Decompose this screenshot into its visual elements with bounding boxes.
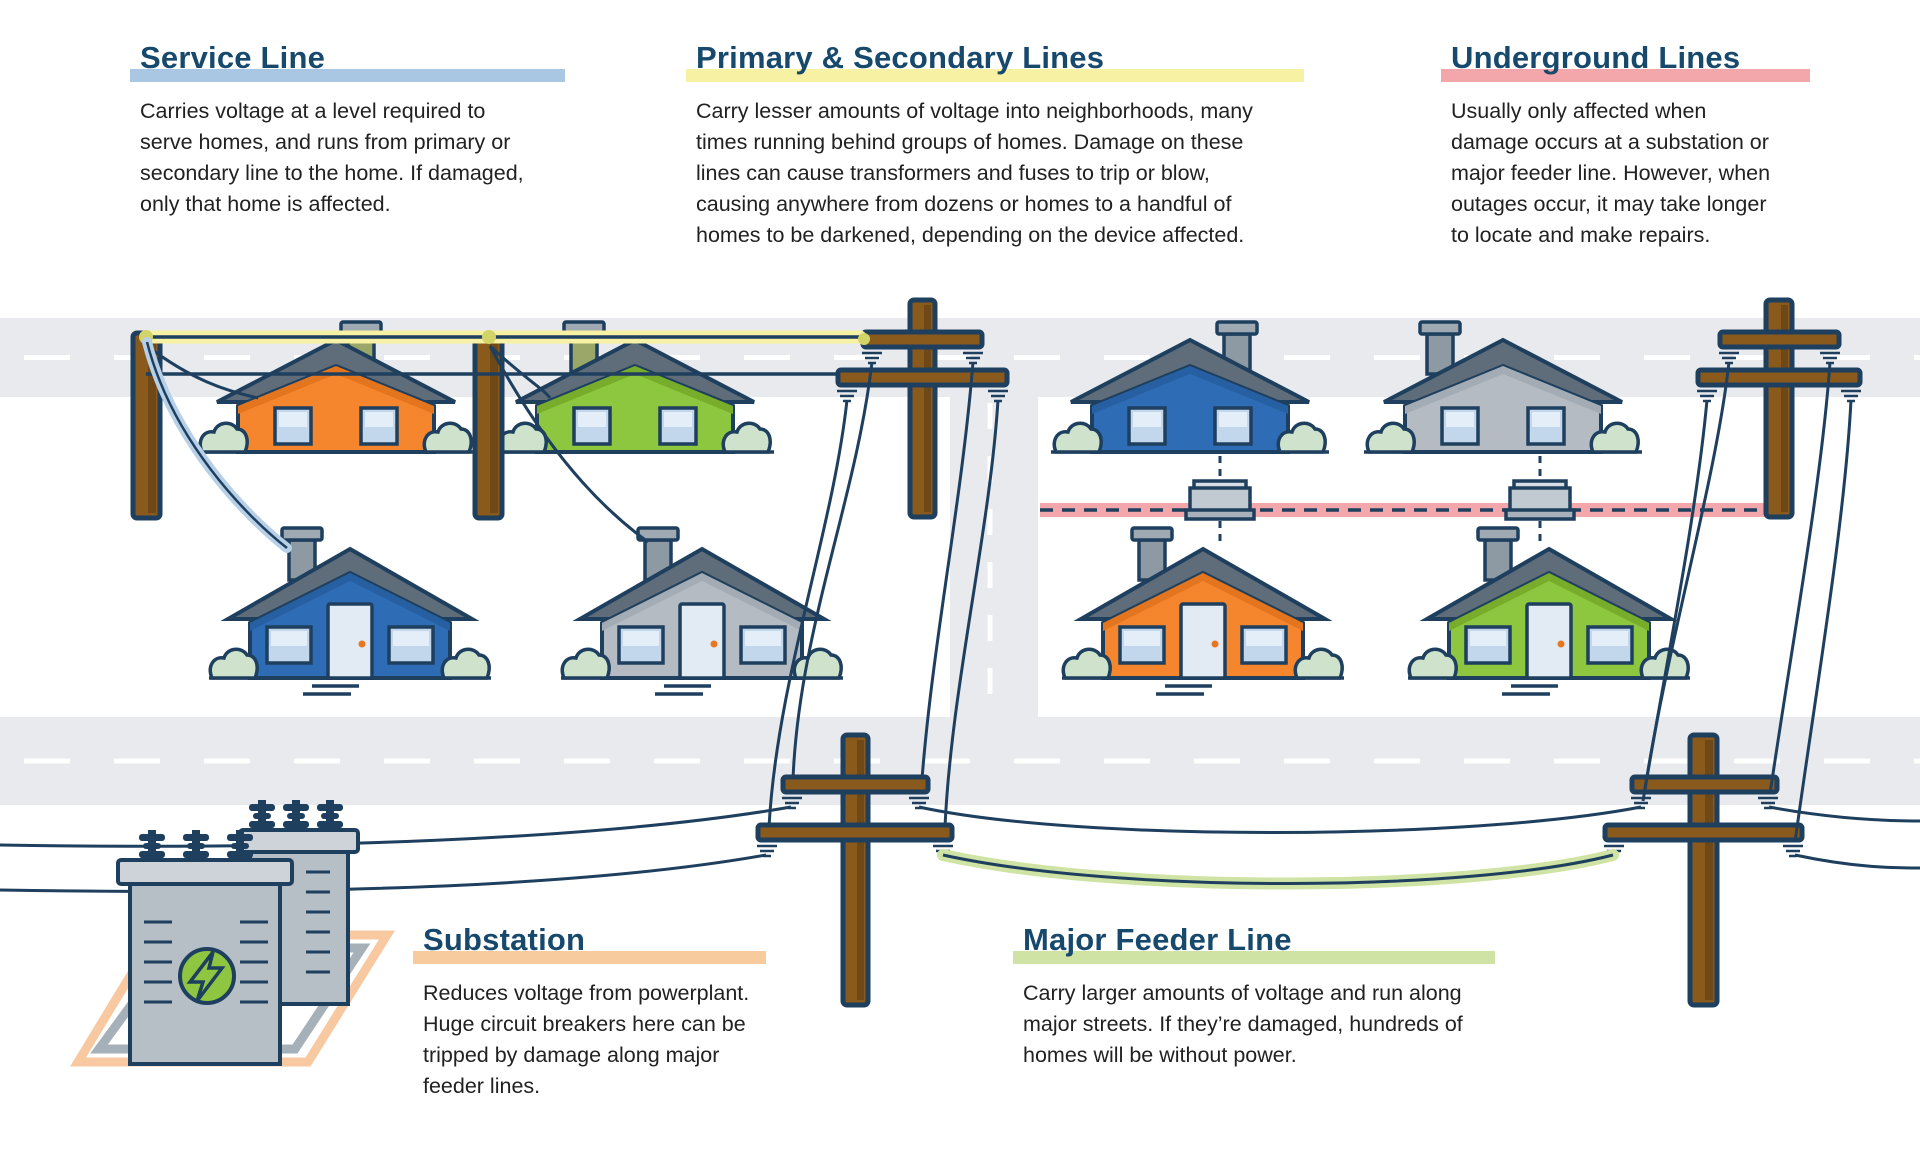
panel-underground: Underground Lines Usually only affected …	[1441, 40, 1810, 251]
service-drop-4	[488, 345, 649, 544]
underground-service-connectors	[1218, 456, 1542, 547]
substation	[70, 800, 396, 1067]
panel-body: Carry lesser amounts of voltage into nei…	[696, 99, 1253, 247]
distribution-pole-top-center	[835, 297, 1010, 520]
panel-body: Carries voltage at a level required to s…	[140, 99, 524, 216]
right-feeder-exit-lower	[1794, 853, 1920, 870]
heading-underline	[1441, 69, 1810, 82]
panel-body: Carry larger amounts of voltage and run …	[1023, 981, 1463, 1067]
heading-underline	[1013, 951, 1495, 964]
panel-body: Reduces voltage from powerplant. Huge ci…	[423, 981, 750, 1098]
feeder-span-upper	[918, 805, 1642, 834]
panel-heading: Primary & Secondary Lines	[696, 40, 1105, 75]
service-drop-3	[488, 344, 552, 399]
right-riser-wire-f	[1641, 399, 1709, 802]
house-green-row2	[1408, 549, 1690, 694]
panel-body: Usually only affected when damage occurs…	[1451, 99, 1771, 247]
riser-wire-d	[943, 399, 1000, 828]
right-riser-wire-h	[1793, 399, 1853, 843]
pad-transformer-1	[1184, 479, 1256, 521]
panel-heading: Service Line	[140, 40, 326, 75]
crossarm-connector	[858, 333, 870, 345]
substation-transformer-front	[116, 830, 294, 1066]
heading-underline	[413, 951, 766, 964]
major-feeder-line	[942, 853, 1614, 885]
panel-substation: Substation Reduces voltage from powerpla…	[413, 922, 766, 1102]
panel-service-line: Service Line Carries voltage at a level …	[130, 40, 565, 220]
panel-primary-secondary: Primary & Secondary Lines Carry lesser a…	[686, 40, 1304, 251]
heading-underline	[686, 69, 1304, 82]
right-feeder-exit-upper	[1768, 805, 1920, 823]
feeder-to-substation-2	[0, 853, 767, 893]
panel-heading: Substation	[423, 922, 586, 957]
pad-transformer-2	[1504, 479, 1576, 521]
panel-major-feeder: Major Feeder Line Carry larger amounts o…	[1013, 922, 1495, 1071]
feeder-pole-bottom-right	[1602, 732, 1805, 1008]
house-orange-row2	[1062, 549, 1344, 694]
riser-wire-a	[791, 361, 874, 780]
riser-wire-b	[767, 399, 849, 828]
distribution-pole-top-right	[1695, 297, 1863, 520]
feeder-pole-bottom-center	[755, 732, 955, 1008]
house-blue-row2	[209, 549, 491, 694]
lightning-badge	[178, 947, 236, 1005]
pole2-connector	[482, 330, 496, 344]
feeder-to-substation-1	[0, 805, 792, 848]
panel-heading: Underground Lines	[1451, 40, 1741, 75]
riser-wire-c	[920, 361, 975, 780]
right-riser-wire-g	[1768, 361, 1832, 795]
utility-poles	[130, 297, 1863, 1008]
service-drop-2	[145, 341, 288, 549]
power-lines	[0, 330, 1920, 893]
panel-heading: Major Feeder Line	[1023, 922, 1292, 957]
major-feeder-highlight	[937, 849, 1619, 890]
service-drop-1	[146, 344, 259, 400]
heading-underline	[130, 69, 565, 82]
lightning-bolt-icon	[186, 950, 226, 1003]
house-gray-row2	[561, 549, 843, 694]
